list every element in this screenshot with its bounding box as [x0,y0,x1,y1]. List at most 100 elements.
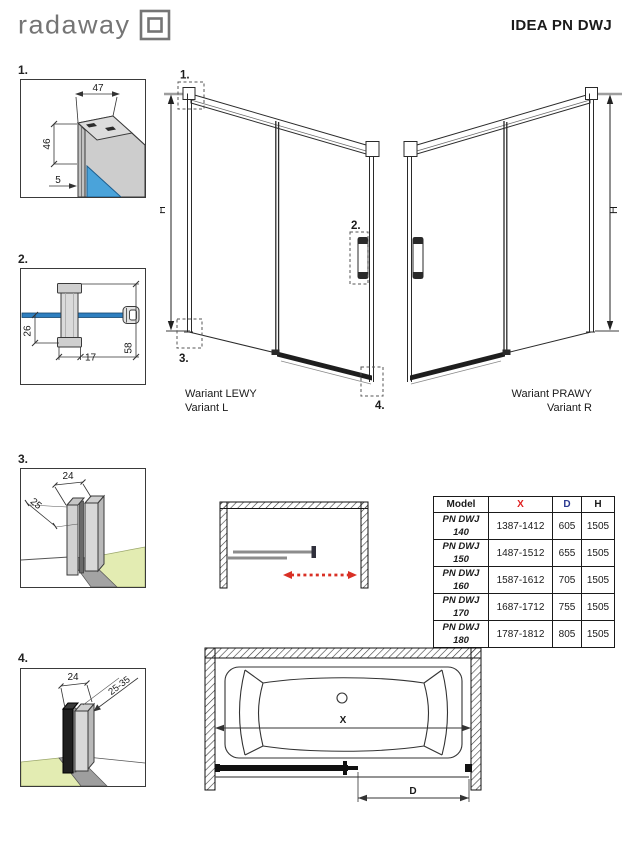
x-dim-label: X [340,715,347,726]
dim-25-35-label: 25-35 [106,674,132,697]
col-header-x: X [488,496,553,513]
dim-5-label: 5 [55,175,61,186]
x-cell: 1387-1412 [488,512,553,540]
bathtub-diagram: X D [204,647,482,802]
glass-panel [86,164,122,197]
model-cell: PN DWJ 160 [433,566,489,594]
d-cell: 705 [552,566,582,594]
dim-47-label: 47 [92,83,104,94]
drain-circle [336,692,348,704]
model-cell: PN DWJ 170 [433,593,489,621]
detail-3-drawing: 24 25 [21,471,145,587]
variant-right-drawing: H [403,87,622,385]
dim-24-label: 24 [67,672,79,683]
detail-3-panel: 24 25 [20,468,146,588]
bathtub-outline [224,666,463,759]
bottom-rail [410,349,511,385]
wall-profile [65,494,106,576]
height-dimension [164,92,194,332]
col-header-d: D [552,496,582,513]
dim-24-label: 24 [62,471,74,482]
top-view-diagram [219,501,369,589]
variant-left-subtitle: Variant L [185,402,229,414]
detail-1-panel: 47 46 5 [20,79,146,198]
detail-4-panel: 25-35 24 [20,668,146,787]
door-frame [182,87,380,382]
model-cell: PN DWJ 150 [433,539,489,567]
detail-2-drawing: 26 17 58 [21,280,140,364]
h-cell: 1505 [581,512,615,540]
door-handle [357,237,369,279]
detail-1-drawing: 47 46 5 [42,83,145,197]
sliding-door-panels [228,546,316,560]
table-row: PN DWJ 180 1787-1812 805 1505 [433,620,615,648]
x-cell: 1587-1612 [488,566,553,594]
callout-2: 2. [351,220,361,232]
table-row: PN DWJ 150 1487-1512 655 1505 [433,539,615,567]
x-cell: 1487-1512 [488,539,553,567]
variant-right-caption: Wariant PRAWY Variant R [492,387,592,415]
dim-58-label: 58 [124,342,135,354]
height-label: H [608,206,620,214]
walls [219,501,369,589]
callout-3: 3. [179,353,189,365]
d-cell: 655 [552,539,582,567]
handle-bar [57,283,82,348]
handle-marker [311,546,316,558]
col-header-model: Model [433,496,489,513]
d-dimension [357,772,470,802]
callout-4: 4. [375,400,385,412]
variant-right-subtitle: Variant R [546,402,592,414]
model-cell: PN DWJ 180 [433,620,489,648]
bottom-rail [271,349,372,385]
dimension-lines [31,280,140,361]
x-dimension [215,724,471,732]
page-title: IDEA PN DWJ [510,17,612,34]
height-label: H [160,206,168,214]
radaway-logo-wordmark: radaway [18,10,131,40]
callout-boxes [176,81,384,397]
d-cell: 805 [552,620,582,648]
d-dim-label: D [409,786,416,797]
dim-17-label: 17 [85,353,97,364]
h-cell: 1505 [581,566,615,594]
table-header-row: Model X D H [433,496,615,513]
variant-left-drawing: H [160,70,385,413]
size-table: Model X D H PN DWJ 140 1387-1412 605 150… [433,496,615,648]
adjustable-profile [61,702,96,774]
detail-2-panel: 26 17 58 [20,268,146,385]
walls [204,647,482,791]
door-handle [412,237,424,279]
detail-2-label: 2. [18,252,29,266]
table-row: PN DWJ 140 1387-1412 605 1505 [433,512,615,540]
callout-1: 1. [180,70,190,82]
door-frame [403,87,598,382]
radaway-logo-icon [139,9,170,41]
x-cell: 1687-1712 [488,593,553,621]
dimension-lines [58,677,139,712]
dim-25-label: 25 [28,496,44,512]
variant-left-caption: Wariant LEWY Variant L [185,387,257,415]
h-cell: 1505 [581,593,615,621]
table-row: PN DWJ 160 1587-1612 705 1505 [433,566,615,594]
dimension-lines [49,91,120,189]
model-cell: PN DWJ 140 [433,512,489,540]
h-cell: 1505 [581,539,615,567]
detail-1-label: 1. [18,63,29,77]
sliding-door [215,761,472,778]
variant-right-title: Wariant PRAWY [511,388,592,400]
slide-direction-arrow [283,571,357,579]
wall-strip [77,121,86,197]
detail-4-label: 4. [18,651,29,665]
col-header-h: H [581,496,615,513]
door-knob [122,306,140,324]
x-cell: 1787-1812 [488,620,553,648]
table-row: PN DWJ 170 1687-1712 755 1505 [433,593,615,621]
detail-4-drawing: 25-35 24 [21,672,145,786]
variant-left-title: Wariant LEWY [185,388,257,400]
dim-26-label: 26 [23,325,34,337]
dim-46-label: 46 [42,138,53,150]
radaway-logo: radaway [18,8,172,42]
d-cell: 755 [552,593,582,621]
dimension-lines [24,479,92,530]
